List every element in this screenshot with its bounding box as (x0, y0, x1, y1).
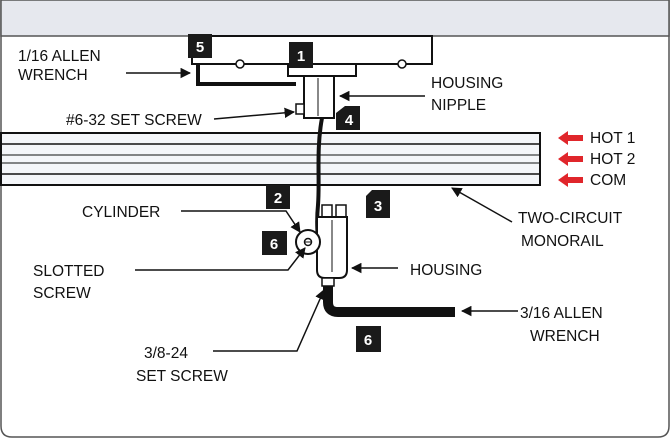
canopy-screw-left (235, 59, 245, 69)
two-circuit-monorail (0, 132, 541, 186)
label-housing: HOUSING (410, 262, 482, 279)
label-monorail-line1: TWO-CIRCUIT (518, 210, 623, 227)
leader-set-screw-632 (213, 107, 296, 120)
label-small-allen-line1: 1/16 ALLEN (18, 48, 101, 65)
svg-text:6: 6 (270, 236, 278, 253)
step-badge-1: 1 (289, 42, 313, 68)
set-screw-3-8-24 (321, 277, 335, 287)
label-large-allen-line2: WRENCH (530, 328, 600, 345)
label-slotted-line1: SLOTTED (33, 263, 104, 280)
label-large-allen-line1: 3/16 ALLEN (520, 305, 603, 322)
step-badge-2: 2 (266, 185, 290, 209)
small-allen-wrench (196, 64, 296, 86)
com-arrow-icon (558, 173, 583, 187)
step-badge-6-cylinder: 6 (262, 231, 287, 255)
label-slotted-line2: SCREW (33, 285, 91, 302)
housing-nipple (303, 75, 335, 119)
step-badge-3: 3 (366, 190, 390, 218)
svg-text:4: 4 (345, 112, 354, 129)
large-allen-wrench (323, 286, 455, 317)
housing-collar-right (335, 204, 347, 218)
svg-text:1: 1 (297, 48, 305, 65)
leader-set-screw-3-8-24 (213, 289, 325, 352)
label-housing-nipple-line2: NIPPLE (431, 97, 486, 114)
housing-collar-left (321, 204, 333, 218)
hot1-arrow-icon (558, 131, 583, 145)
label-com: COM (590, 172, 626, 189)
step-badge-4: 4 (336, 106, 360, 130)
leader-slotted-screw (135, 247, 306, 271)
svg-text:5: 5 (196, 39, 204, 56)
svg-text:6: 6 (364, 332, 372, 349)
label-set-screw-3-8-24-line2: SET SCREW (136, 368, 228, 385)
svg-text:3: 3 (374, 198, 382, 215)
hot2-arrow-icon (558, 152, 583, 166)
ceiling-band (0, 0, 670, 37)
label-hot2: HOT 2 (590, 151, 635, 168)
label-housing-nipple-line1: HOUSING (431, 75, 503, 92)
label-cylinder: CYLINDER (82, 204, 160, 221)
label-set-screw-632: #6-32 SET SCREW (66, 112, 202, 129)
step-badge-5: 5 (188, 34, 212, 58)
svg-text:2: 2 (274, 190, 282, 207)
label-small-allen-line2: WRENCH (18, 67, 88, 84)
leader-cylinder (181, 210, 301, 233)
label-set-screw-3-8-24-line1: 3/8-24 (144, 345, 188, 362)
leader-monorail (451, 187, 513, 223)
label-monorail-line2: MONORAIL (521, 233, 604, 250)
set-screw-632 (295, 103, 305, 115)
label-hot1: HOT 1 (590, 130, 635, 147)
canopy-screw-right (397, 59, 407, 69)
step-badge-6-wrench: 6 (356, 326, 381, 352)
